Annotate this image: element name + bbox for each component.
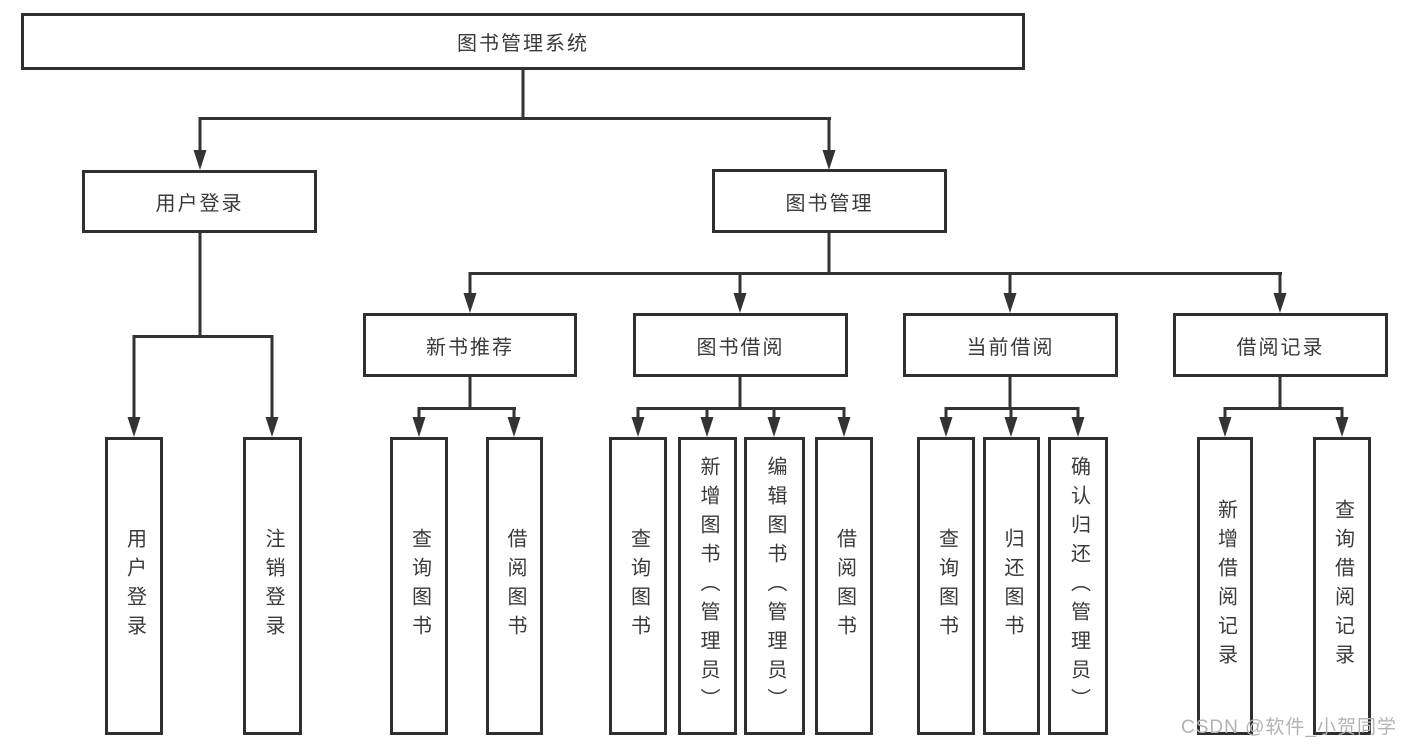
node-new-book-recommend: 新书推荐	[363, 313, 577, 377]
node-confirm-return-admin-label: 确认归还（管理员）	[1067, 455, 1090, 717]
node-root-system-label: 图书管理系统	[457, 33, 589, 55]
csdn-watermark: CSDN @软件_小贺同学	[1181, 717, 1397, 738]
node-book-management-module: 图书管理	[712, 169, 947, 233]
node-user-login-leaf: 用户登录	[105, 437, 163, 735]
node-return-books: 归还图书	[983, 437, 1040, 735]
node-add-borrow-record-label: 新增借阅记录	[1214, 499, 1237, 673]
node-user-login-module: 用户登录	[82, 170, 317, 233]
node-current-query-books: 查询图书	[917, 437, 975, 735]
node-user-login-module-label: 用户登录	[155, 193, 244, 215]
node-root-system: 图书管理系统	[21, 13, 1025, 70]
node-current-borrowing: 当前借阅	[903, 313, 1118, 377]
node-query-borrow-record: 查询借阅记录	[1313, 437, 1371, 735]
node-borrowing-borrow-books-label: 借阅图书	[833, 528, 856, 644]
node-book-borrowing: 图书借阅	[633, 313, 848, 377]
node-user-login-leaf-label: 用户登录	[123, 528, 146, 644]
node-logout-leaf: 注销登录	[243, 437, 302, 735]
node-edit-books-admin: 编辑图书（管理员）	[744, 437, 805, 735]
node-borrowing-records: 借阅记录	[1173, 313, 1388, 377]
node-add-books-admin-label: 新增图书（管理员）	[697, 455, 719, 717]
node-borrowing-query-books-label: 查询图书	[627, 528, 650, 644]
node-edit-books-admin-label: 编辑图书（管理员）	[764, 455, 786, 717]
node-confirm-return-admin: 确认归还（管理员）	[1048, 437, 1108, 735]
node-book-management-module-label: 图书管理	[785, 192, 874, 215]
node-newbook-borrow-books: 借阅图书	[486, 437, 543, 735]
node-borrowing-records-label: 借阅记录	[1236, 336, 1325, 359]
node-book-borrowing-label: 图书借阅	[696, 336, 785, 359]
node-borrowing-borrow-books: 借阅图书	[815, 437, 873, 735]
node-newbook-query-books-label: 查询图书	[408, 528, 431, 644]
node-add-books-admin: 新增图书（管理员）	[678, 437, 737, 735]
node-logout-leaf-label: 注销登录	[262, 528, 284, 644]
node-add-borrow-record: 新增借阅记录	[1197, 437, 1253, 735]
node-new-book-recommend-label: 新书推荐	[426, 336, 514, 359]
node-current-query-books-label: 查询图书	[935, 528, 958, 644]
node-return-books-label: 归还图书	[1001, 528, 1023, 644]
node-newbook-query-books: 查询图书	[390, 437, 448, 735]
node-borrowing-query-books: 查询图书	[609, 437, 667, 735]
node-newbook-borrow-books-label: 借阅图书	[504, 528, 526, 644]
node-query-borrow-record-label: 查询借阅记录	[1331, 499, 1354, 673]
node-current-borrowing-label: 当前借阅	[966, 336, 1055, 359]
